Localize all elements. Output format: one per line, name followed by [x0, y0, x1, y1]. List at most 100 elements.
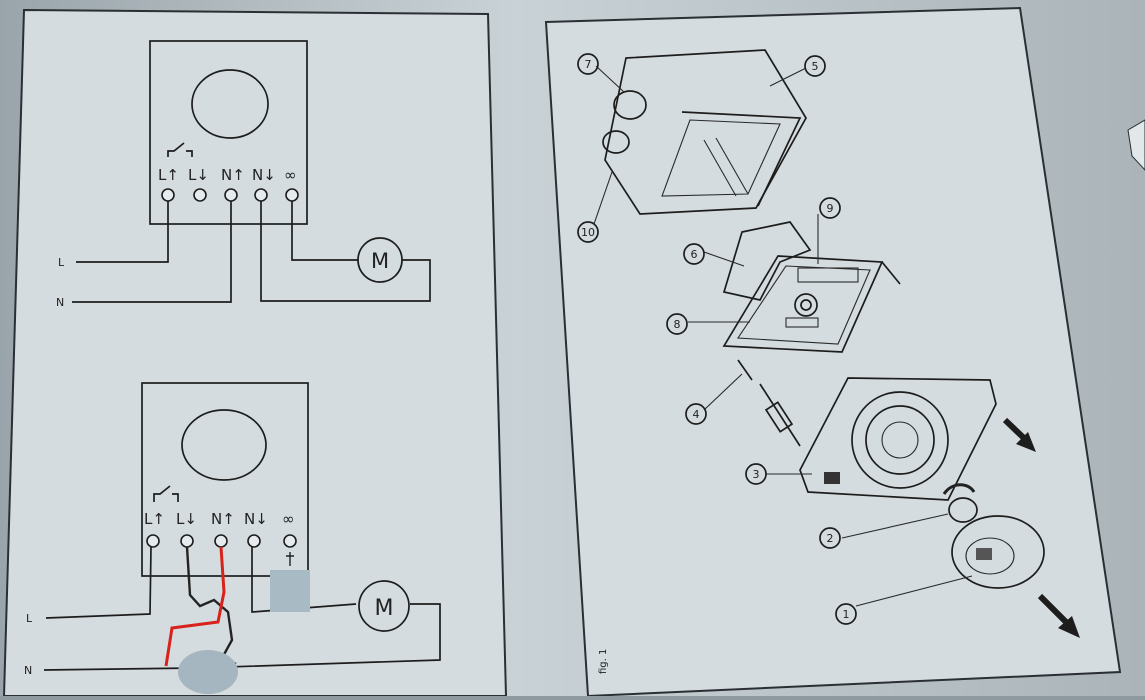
arrow-head [1058, 616, 1080, 638]
callout-bubble-3 [745, 463, 767, 485]
terminal-screw [224, 188, 238, 202]
wall-box-ribs [703, 137, 749, 197]
terminal-label-row-bottom: L↑ L↓ N↑ N↓ ∞ [144, 510, 295, 528]
leader-line [703, 251, 745, 267]
live-wire-bottom [45, 546, 152, 619]
switch-strip [785, 317, 819, 328]
terminal-screw [283, 534, 297, 548]
leader-line [855, 575, 973, 607]
motor-circle-bottom [358, 580, 410, 632]
base-plate-inner [737, 265, 871, 345]
neutral-wire-bottom [43, 603, 441, 671]
relay-contact-symbol-bottom [153, 485, 179, 502]
wall-box-rim [681, 111, 802, 207]
terminal-label: L↓ [188, 166, 209, 184]
callout-number-8: 8 [674, 318, 681, 331]
terminal-label: L↓ [176, 510, 197, 528]
motor-label-bottom: M [375, 596, 394, 621]
leader-line [769, 67, 807, 87]
base-mounting-plate [722, 255, 884, 353]
base-unit-body [722, 221, 812, 301]
dial-ring-inner [865, 405, 935, 475]
next-sheet-edge [1127, 119, 1145, 171]
screw [737, 359, 753, 381]
thermostat-housing-top [149, 40, 308, 225]
ground-scribble [286, 552, 294, 566]
terminal-screw [180, 534, 194, 548]
callout-bubble-1 [835, 603, 857, 625]
wiring-diagram-bottom: L↑ L↓ N↑ N↓ ∞ M L N [24, 382, 441, 694]
mounting-screw-right [881, 261, 901, 285]
callout-bubble-6 [683, 243, 705, 265]
line-label-live-bottom: L [26, 612, 33, 625]
direction-arrows [1002, 417, 1080, 638]
wall-box-part [602, 49, 807, 215]
terminal-label: ∞ [282, 510, 295, 528]
terminal-screws-bottom [146, 534, 297, 548]
callout-number-7: 7 [585, 58, 592, 71]
callout-number-5: 5 [812, 60, 819, 73]
terminal-block [797, 267, 859, 283]
relay-contact-symbol-top [167, 142, 193, 157]
terminal-label: N↓ [252, 166, 276, 184]
callout-bubble-9 [819, 197, 841, 219]
terminal-label: L↑ [144, 510, 165, 528]
callout-bubble-2 [819, 527, 841, 549]
knockout-hole-upper [613, 90, 647, 120]
front-frame-part [799, 377, 997, 501]
terminal-screw [285, 188, 299, 202]
leader-line [595, 65, 625, 93]
figure-label: fig. 1 [598, 649, 609, 674]
left-page [2, 8, 508, 697]
terminal-screw [146, 534, 160, 548]
knob-disc [951, 515, 1045, 589]
motor-wire-a-top [291, 201, 358, 261]
rotation-arrow [942, 483, 976, 495]
shaft-screw-part [737, 359, 801, 447]
thermostat-housing-bottom [141, 382, 309, 577]
line-label-neutral-bottom: N [24, 664, 32, 677]
terminal-screw [247, 534, 261, 548]
callout-number-2: 2 [827, 532, 834, 545]
terminal-screw [161, 188, 175, 202]
terminal-label: N↑ [221, 166, 245, 184]
potentiometer [794, 293, 818, 317]
handdrawn-red-wire [164, 546, 226, 667]
front-frame-outline [799, 377, 997, 501]
arrow-shaft [1002, 417, 1029, 443]
terminal-screw [254, 188, 268, 202]
shaft-coupler [764, 401, 794, 433]
callout-bubbles: 1 2 3 4 5 6 7 8 9 10 [577, 53, 857, 625]
line-label-neutral-top: N [56, 296, 64, 309]
callout-bubble-7 [577, 53, 599, 75]
adapter-ring [948, 497, 978, 523]
leader-line [703, 373, 743, 411]
knockout-hole-lower [602, 130, 630, 154]
wall-box-outline [604, 49, 807, 215]
line-label-live-top: L [58, 256, 65, 269]
leader-line [841, 513, 949, 539]
knob-face [965, 537, 1015, 575]
terminal-label: N↓ [244, 510, 268, 528]
terminal-screw [193, 188, 207, 202]
terminal-label: N↑ [211, 510, 235, 528]
callout-bubble-10 [577, 221, 599, 243]
wiring-diagram-top: L↑ L↓ N↑ N↓ ∞ M L N [56, 40, 431, 309]
arrow-shaft [1037, 593, 1071, 627]
callout-number-1: 1 [843, 608, 850, 621]
motor-wire-b-top [260, 201, 431, 302]
callout-number-9: 9 [827, 202, 834, 215]
callout-number-6: 6 [691, 248, 698, 261]
neutral-wire-top [72, 201, 232, 303]
live-wire-top [76, 201, 169, 263]
potentiometer-shaft [800, 299, 812, 311]
leader-line [593, 171, 613, 225]
motor-circle-top [357, 237, 403, 283]
callout-number-3: 3 [753, 468, 760, 481]
motor-wire-bottom [251, 547, 357, 613]
paint-patch [270, 570, 310, 612]
terminal-label: L↑ [158, 166, 179, 184]
paint-blob [178, 650, 238, 694]
